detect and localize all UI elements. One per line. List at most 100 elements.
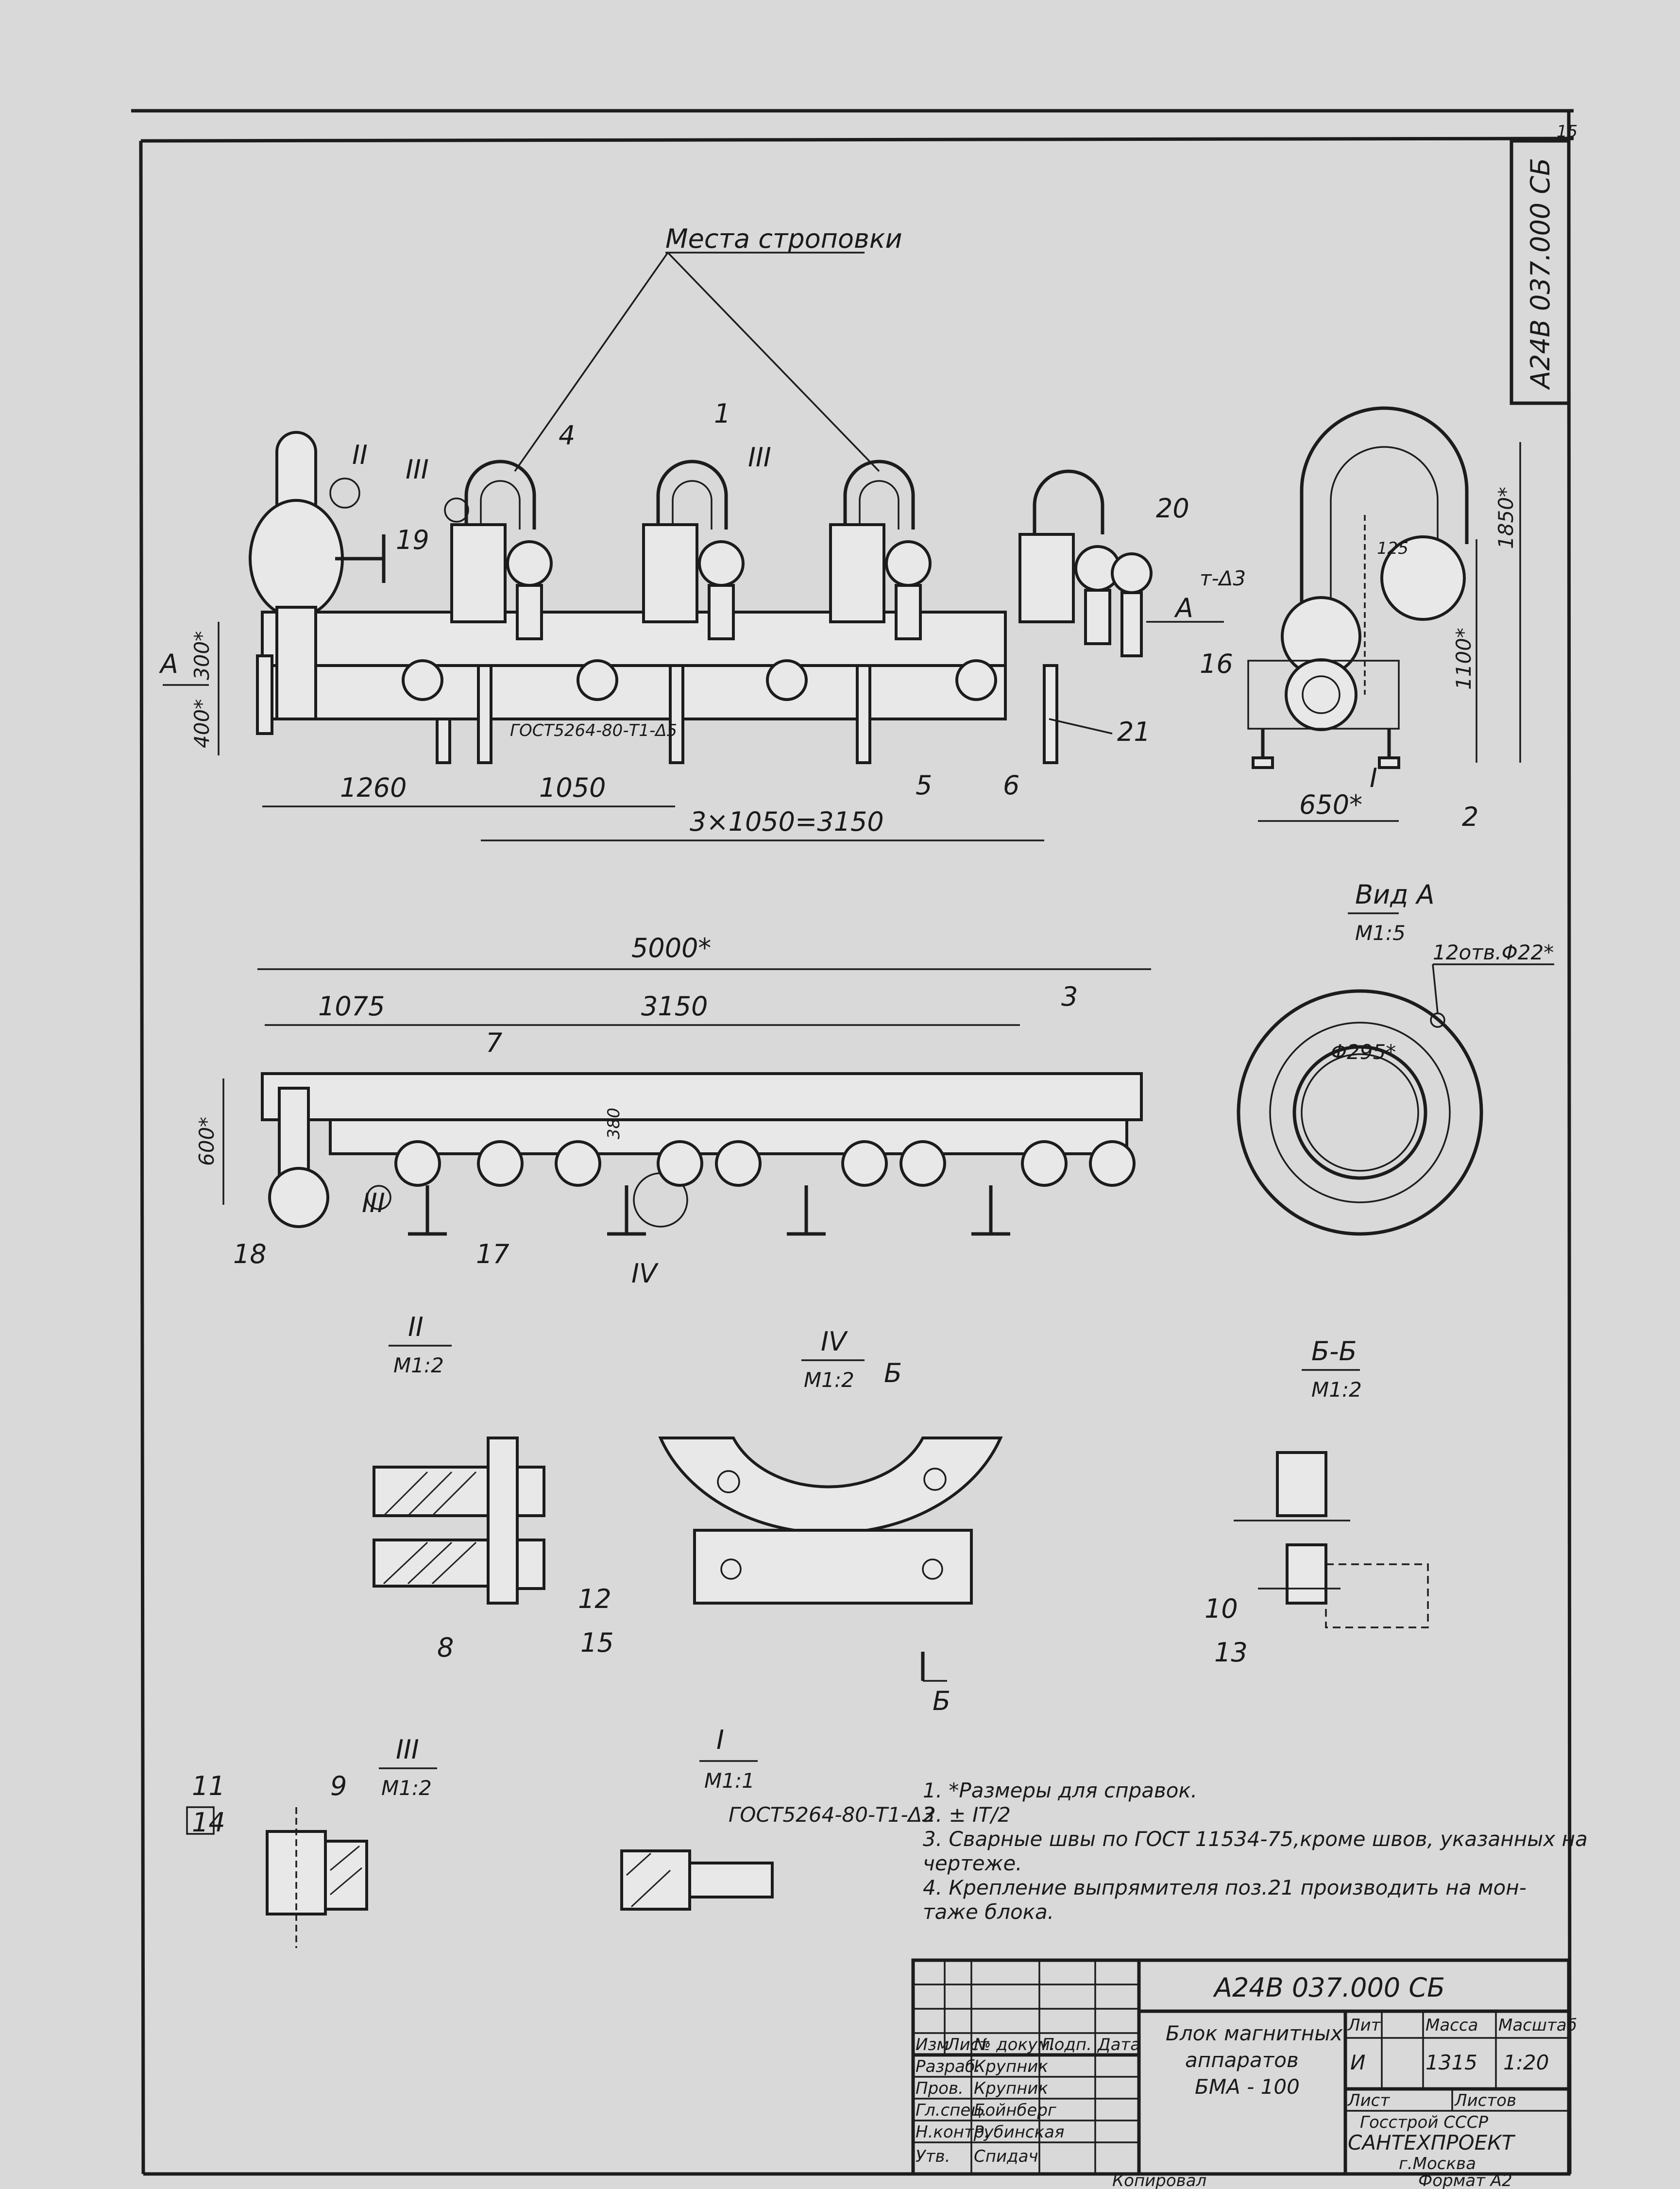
valve-body bbox=[249, 499, 344, 618]
tb-header-date: Дата bbox=[1097, 2035, 1140, 2054]
section-mark-b-top: Б bbox=[884, 1358, 902, 1388]
callout-7: 7 bbox=[486, 1027, 502, 1058]
tb-person-0: Крупник bbox=[974, 2057, 1048, 2076]
callout-19: 19 bbox=[396, 525, 429, 555]
callout-III-right: III bbox=[748, 442, 771, 473]
callout-3: 3 bbox=[1061, 981, 1078, 1012]
tb-person-1: Крупник bbox=[974, 2079, 1048, 2098]
callout-2: 2 bbox=[1462, 802, 1478, 832]
callout-I: I bbox=[1370, 763, 1377, 793]
top-apparatus-row bbox=[394, 1140, 1136, 1187]
top-header-pipe bbox=[261, 1072, 1143, 1121]
view-marker-a-left: А bbox=[159, 649, 178, 679]
tb-name-line-3: БМА - 100 bbox=[1195, 2075, 1300, 2099]
dim-600: 600* bbox=[195, 1117, 219, 1166]
dim-3150: 3150 bbox=[641, 991, 708, 1022]
title-block: Изм Лист № докум. Подп. Дата Разраб. Про… bbox=[911, 1958, 1577, 2176]
tb-role-2: Гл.спец. bbox=[916, 2101, 987, 2120]
detail-III-scale: М1:2 bbox=[381, 1776, 432, 1800]
tb-mass-label: Масса bbox=[1425, 2016, 1478, 2035]
callout-II: II bbox=[352, 440, 368, 470]
leader-line bbox=[667, 252, 880, 472]
callout-21: 21 bbox=[1117, 717, 1151, 747]
section-BB-callout-13: 13 bbox=[1214, 1637, 1248, 1668]
sheet-frame bbox=[131, 109, 1574, 2176]
section-BB-title: Б-Б bbox=[1311, 1336, 1357, 1367]
detail-II-callout-12: 12 bbox=[578, 1584, 611, 1614]
tb-sheets-label: Листов bbox=[1454, 2091, 1516, 2110]
callout-IV: IV bbox=[631, 1258, 659, 1289]
bolt-circle bbox=[1269, 1022, 1451, 1203]
tb-name-line-2: аппаратов bbox=[1185, 2048, 1299, 2072]
front-weld-note: ГОСТ5264-80-Т1-Δ5 bbox=[510, 721, 677, 740]
view-a-holes: 12отв.Φ22* bbox=[1433, 941, 1554, 964]
dim-400: 400* bbox=[190, 699, 214, 748]
tb-header-list: Лист bbox=[946, 2035, 989, 2054]
dim-3x1050: 3×1050=3150 bbox=[690, 806, 884, 837]
dim-1260: 1260 bbox=[340, 772, 407, 803]
detail-II-title: II bbox=[408, 1312, 424, 1342]
tb-header-doc: № докум. bbox=[973, 2035, 1055, 2054]
tb-role-1: Пров. bbox=[916, 2079, 964, 2098]
callout-6: 6 bbox=[1003, 770, 1019, 801]
lifting-points-label: Места строповки bbox=[665, 223, 902, 254]
detail-III-callout-9: 9 bbox=[330, 1771, 347, 1801]
dim-1075: 1075 bbox=[318, 991, 385, 1022]
note-1: 1. *Размеры для справок. bbox=[923, 1779, 1197, 1802]
side-view: т-Δ3 16 I 2 125 1850* 1100* 650* bbox=[1200, 406, 1521, 832]
view-marker-a-right: А bbox=[1174, 593, 1193, 623]
detail-II: II М1:2 8 12 15 bbox=[373, 1312, 614, 1663]
callout-18: 18 bbox=[233, 1239, 267, 1269]
dim-1100: 1100* bbox=[1452, 628, 1476, 690]
top-support-legs bbox=[408, 1185, 1010, 1236]
detail-IV-scale: М1:2 bbox=[804, 1368, 854, 1392]
dim-1850: 1850* bbox=[1494, 487, 1518, 549]
tb-scale-label: Масштаб bbox=[1498, 2016, 1577, 2035]
section-BB-scale: М1:2 bbox=[1311, 1378, 1362, 1402]
callout-17: 17 bbox=[476, 1239, 509, 1269]
footer-format: Формат А2 bbox=[1418, 2171, 1512, 2189]
tb-org-3: г.Москва bbox=[1399, 2154, 1476, 2173]
dim-5000: 5000* bbox=[631, 933, 711, 963]
tb-person-2: Бойнберг bbox=[974, 2101, 1057, 2120]
detail-II-scale: М1:2 bbox=[393, 1353, 444, 1377]
callout-III-left: III bbox=[406, 454, 429, 485]
detail-IV: IV М1:2 Б Б bbox=[658, 1326, 1003, 1716]
detail-III-callout-14: 14 bbox=[192, 1807, 225, 1838]
dim-300: 300* bbox=[190, 631, 214, 680]
side-weld-note: т-Δ3 bbox=[1200, 566, 1246, 590]
flange-outer bbox=[1237, 989, 1483, 1236]
detail-IV-title: IV bbox=[821, 1326, 848, 1357]
dim-380: 380 bbox=[604, 1108, 624, 1139]
detail-I: I М1:1 ГОСТ5264-80-Т1-Δ3 bbox=[620, 1725, 935, 1911]
callout-4: 4 bbox=[559, 420, 575, 451]
apparatus-unit bbox=[829, 460, 932, 640]
left-riser-lower bbox=[275, 606, 317, 720]
apparatus-unit bbox=[642, 460, 745, 640]
dim-1050: 1050 bbox=[539, 772, 606, 803]
tb-role-3: Н.контр. bbox=[916, 2122, 989, 2142]
tb-name-line-1: Блок магнитных bbox=[1166, 2021, 1343, 2045]
tb-designation: А24В 037.000 СБ bbox=[1213, 1972, 1445, 2003]
dim-125: 125 bbox=[1377, 539, 1408, 558]
detail-II-callout-15: 15 bbox=[580, 1627, 614, 1658]
front-view: Места строповки bbox=[159, 223, 1224, 841]
apparatus-unit bbox=[1018, 469, 1153, 657]
detail-I-weld-note: ГОСТ5264-80-Т1-Δ3 bbox=[729, 1803, 935, 1827]
detail-III-title: III bbox=[396, 1734, 419, 1765]
tb-role-4: Утв. bbox=[916, 2147, 950, 2166]
tb-header-izm: Изм bbox=[916, 2035, 949, 2054]
tb-org-2: САНТЕХПРОЕКТ bbox=[1348, 2131, 1516, 2155]
detail-III: III М1:2 11 14 9 bbox=[186, 1734, 437, 1948]
view-a-title: Вид А bbox=[1355, 879, 1435, 910]
flange-bore bbox=[1292, 1045, 1427, 1180]
detail-I-scale: М1:1 bbox=[704, 1769, 755, 1793]
technical-notes: 1. *Размеры для справок. 2. ± IT/2 3. Св… bbox=[923, 1779, 1588, 1924]
tb-lit-label: Лит bbox=[1347, 2016, 1381, 2035]
detail-I-title: I bbox=[716, 1725, 724, 1755]
callout-1: 1 bbox=[714, 398, 730, 429]
callout-III-top: III bbox=[362, 1188, 385, 1218]
view-a-diameter: Φ295* bbox=[1331, 1040, 1396, 1064]
section-mark-b-bottom: Б bbox=[933, 1686, 950, 1716]
